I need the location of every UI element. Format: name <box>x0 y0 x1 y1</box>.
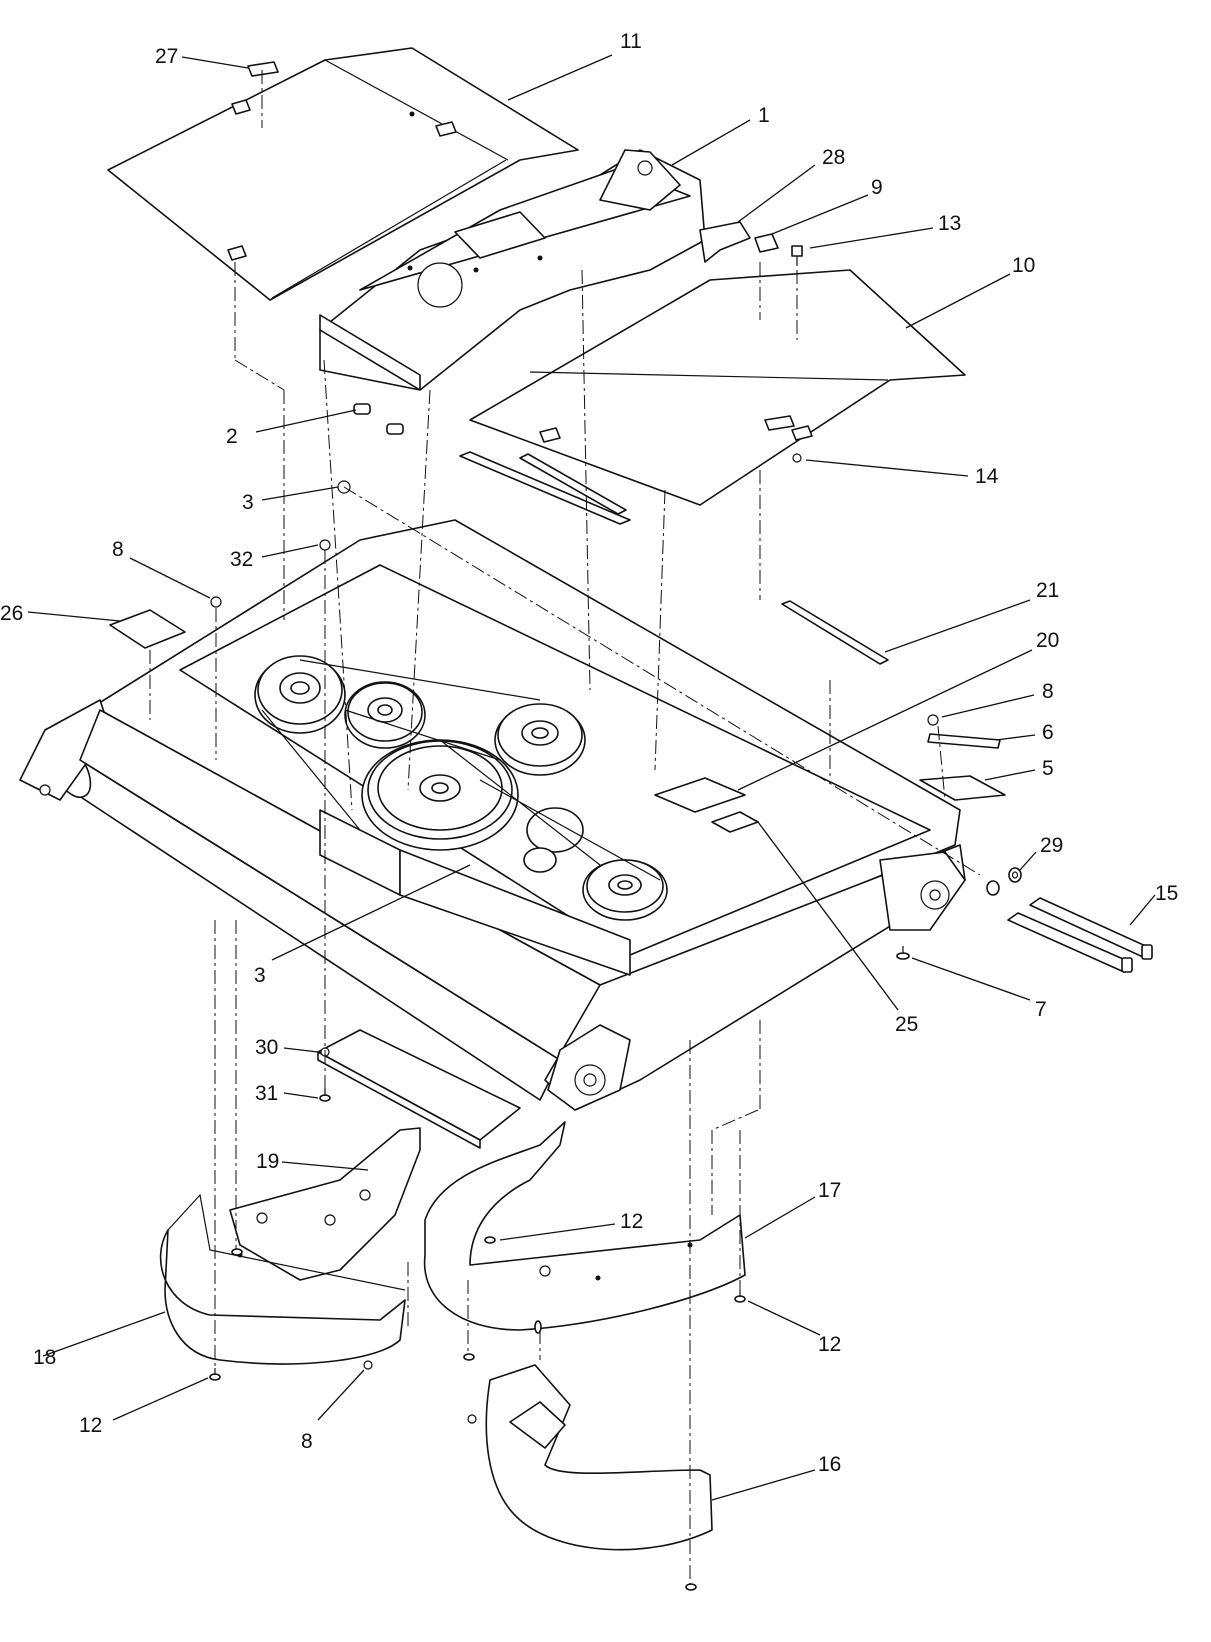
screw-31 <box>319 1088 331 1102</box>
callout-25: 25 <box>895 1013 918 1036</box>
callout-10: 10 <box>1012 254 1035 277</box>
screws-12 <box>209 1236 746 1591</box>
screw-7 <box>896 946 910 960</box>
callout-32: 32 <box>230 548 253 571</box>
callout-12-right: 12 <box>818 1333 841 1356</box>
decal-20 <box>654 777 746 813</box>
callout-27: 27 <box>155 45 178 68</box>
callout-31: 31 <box>255 1082 278 1105</box>
callout-9: 9 <box>871 176 883 199</box>
nut-32 <box>319 539 331 551</box>
bracket-28 <box>699 221 751 263</box>
pulley-main <box>361 739 519 851</box>
right-top-shield <box>469 269 966 506</box>
callout-19: 19 <box>256 1150 279 1173</box>
leader-lines <box>27 54 1156 1501</box>
callout-labels: 27 11 1 28 9 13 10 2 14 3 32 8 26 21 20 … <box>0 30 1178 1476</box>
callout-17: 17 <box>818 1179 841 1202</box>
callout-6: 6 <box>1042 721 1054 744</box>
strip-5 <box>919 775 1006 801</box>
callout-2: 2 <box>226 425 238 448</box>
pulley-left-middle <box>344 681 426 749</box>
callout-14: 14 <box>975 465 999 488</box>
strip-upper-a <box>459 451 631 525</box>
callout-26: 26 <box>0 602 23 625</box>
callout-11: 11 <box>620 30 642 53</box>
callout-12-center: 12 <box>620 1210 643 1233</box>
callout-13: 13 <box>938 212 961 235</box>
studs-2 <box>353 403 404 435</box>
center-frame-tunnel <box>319 149 706 391</box>
callout-8-right: 8 <box>1042 680 1054 703</box>
alignment-lines <box>149 70 981 1585</box>
callout-28: 28 <box>822 146 845 169</box>
pulley-right-lower <box>582 859 668 921</box>
callout-3-upper: 3 <box>242 491 254 514</box>
callout-16: 16 <box>818 1453 841 1476</box>
callout-5: 5 <box>1042 757 1054 780</box>
decal-26 <box>109 609 186 649</box>
callout-1: 1 <box>758 104 770 127</box>
callout-20: 20 <box>1036 629 1059 652</box>
callout-8-left: 8 <box>112 538 124 561</box>
strip-upper-b <box>519 453 627 515</box>
pulley-right-upper <box>494 703 586 776</box>
callout-3-lower: 3 <box>254 964 266 987</box>
callout-30: 30 <box>255 1036 278 1059</box>
callout-18: 18 <box>33 1346 56 1369</box>
callout-8-lower: 8 <box>301 1430 313 1453</box>
clip-9 <box>754 233 779 253</box>
nut-8-left <box>210 596 222 608</box>
bolts-15 <box>1007 897 1153 973</box>
callout-12-left: 12 <box>79 1414 102 1437</box>
strip-6 <box>927 733 1001 749</box>
callout-7: 7 <box>1035 998 1047 1021</box>
bracket-30 <box>317 1029 521 1149</box>
pulley-left-upper <box>254 655 346 734</box>
nut-8-right <box>927 714 939 726</box>
strip-21 <box>781 600 889 665</box>
decal-27 <box>247 61 279 77</box>
callout-21: 21 <box>1036 579 1059 602</box>
left-top-shield <box>107 47 579 301</box>
shroud-17 <box>423 1121 746 1331</box>
callout-29: 29 <box>1040 834 1063 857</box>
callout-15: 15 <box>1155 882 1178 905</box>
washers-29 <box>986 867 1022 896</box>
nut-14 <box>792 453 802 463</box>
bolt-13 <box>791 245 803 266</box>
shroud-16 <box>485 1364 713 1551</box>
